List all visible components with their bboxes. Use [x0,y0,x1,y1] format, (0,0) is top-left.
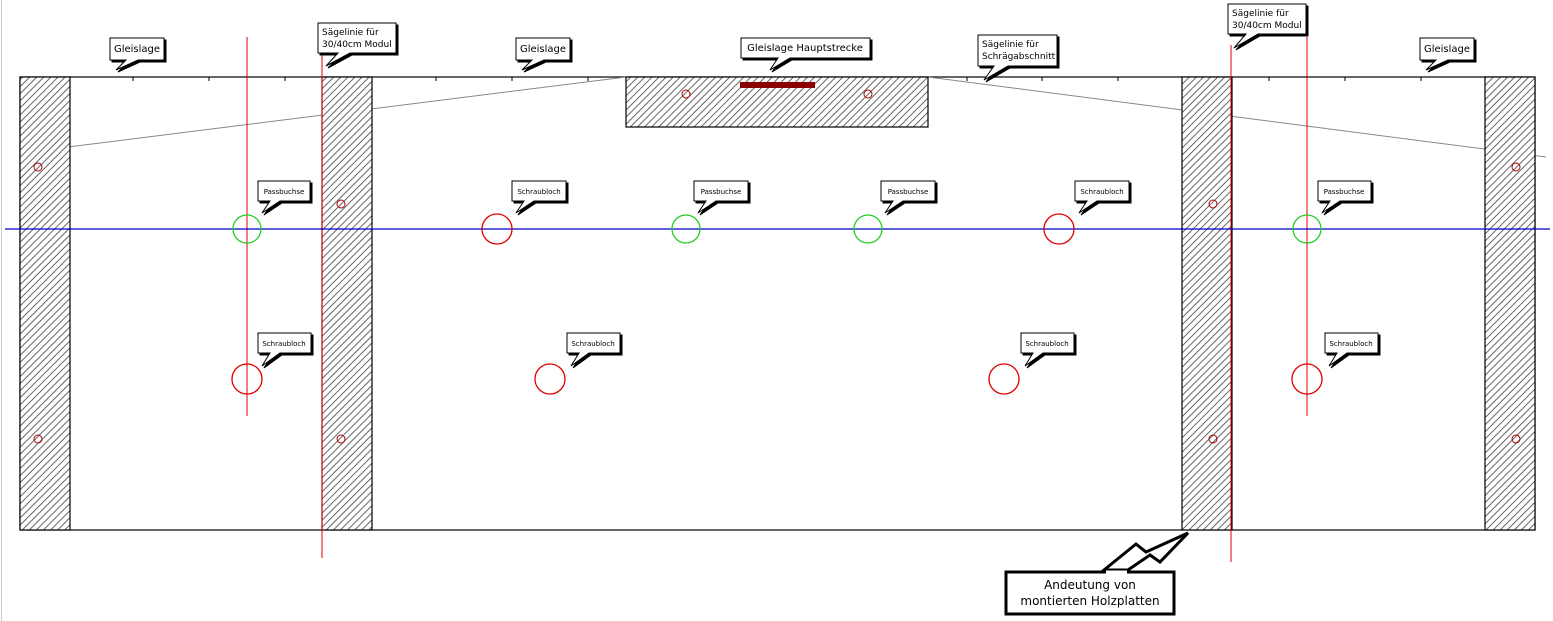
diagonal-cut-line-right [927,76,1547,158]
screw-hole-circle [988,363,1020,395]
callout-screw-hole-lower-2-text: Schraubloch [571,340,614,348]
callout-saw-line-diagonal [977,34,1058,81]
callout-alignment-bushing-4-text: Passbuchse [1324,188,1365,196]
small-hole [336,434,346,444]
alignment-bushing-circle [232,214,262,244]
callout-track-position-mid-left-text: Gleislage [520,44,566,55]
callout-screw-hole-lower-1 [257,332,312,367]
small-hole [33,434,43,444]
callout-screw-hole-lower-4 [1324,332,1379,367]
screw-hole-circle [231,363,263,395]
callout-screw-hole-1 [511,180,567,214]
callout-track-position-right-text: Gleislage [1424,44,1470,55]
callout-wood-plates-note-line1: Andeutung von [1044,578,1136,592]
callout-track-position-right [1419,37,1475,71]
callout-saw-line-right-line1: Sägelinie für [1232,9,1289,19]
small-hole [33,162,43,172]
screw-hole-circle [481,213,513,245]
callout-saw-line-diagonal-line1: Sägelinie für [982,40,1039,50]
wood-plate-right-end [1484,76,1536,531]
callout-track-position-main-line [740,37,871,71]
callout-screw-hole-lower-2 [566,332,621,367]
small-hole [1511,434,1521,444]
callout-saw-line-diagonal-line2: Schrägabschnitt [982,52,1056,62]
main-line-track-bar [740,82,815,88]
screw-hole-circle [1043,213,1075,245]
wood-plate-frame-2 [321,76,373,531]
alignment-bushing-circle [1292,214,1322,244]
screw-hole-circle [534,363,566,395]
callout-saw-line-left-line2: 30/40cm Modul [322,40,392,50]
callout-screw-hole-lower-1-text: Schraubloch [262,340,305,348]
callout-alignment-bushing-3 [880,180,936,214]
callout-alignment-bushing-1 [257,180,311,214]
callout-screw-hole-lower-3 [1020,332,1075,367]
callout-alignment-bushing-4 [1317,180,1372,214]
small-hole [1511,162,1521,172]
callout-screw-hole-lower-4-text: Schraubloch [1329,340,1372,348]
callout-wood-plates-note [1004,531,1190,616]
callout-track-position-main-line-text: Gleislage Hauptstrecke [747,43,863,54]
callout-alignment-bushing-2-text: Passbuchse [701,188,742,196]
callout-alignment-bushing-1-text: Passbuchse [264,188,305,196]
wood-plate-left-end [19,76,71,531]
callout-saw-line-left-line1: Sägelinie für [322,28,379,38]
callout-screw-hole-lower-3-text: Schraubloch [1025,340,1068,348]
alignment-bushing-circle [671,214,701,244]
alignment-bushing-circle [853,214,883,244]
callout-alignment-bushing-3-text: Passbuchse [888,188,929,196]
callout-screw-hole-2-text: Schraubloch [1080,188,1123,196]
callout-track-position-left [109,37,165,71]
callout-screw-hole-1-text: Schraubloch [517,188,560,196]
callout-alignment-bushing-2 [693,180,749,214]
callout-saw-line-right [1227,3,1307,49]
small-hole [863,89,873,99]
small-holes [33,89,1521,444]
callout-saw-line-left [317,22,397,67]
callout-screw-hole-2 [1074,180,1130,214]
small-hole [1208,434,1218,444]
callout-track-position-left-text: Gleislage [114,44,160,55]
callout-saw-line-right-line2: 30/40cm Modul [1232,21,1302,31]
small-hole [336,199,346,209]
callout-track-position-mid-left [515,37,571,71]
wood-plate-frame-3 [1181,76,1233,531]
callout-wood-plates-note-line2: montierten Holzplatten [1020,594,1159,608]
small-hole [681,89,691,99]
small-hole [1208,199,1218,209]
screw-hole-circle [1291,363,1323,395]
